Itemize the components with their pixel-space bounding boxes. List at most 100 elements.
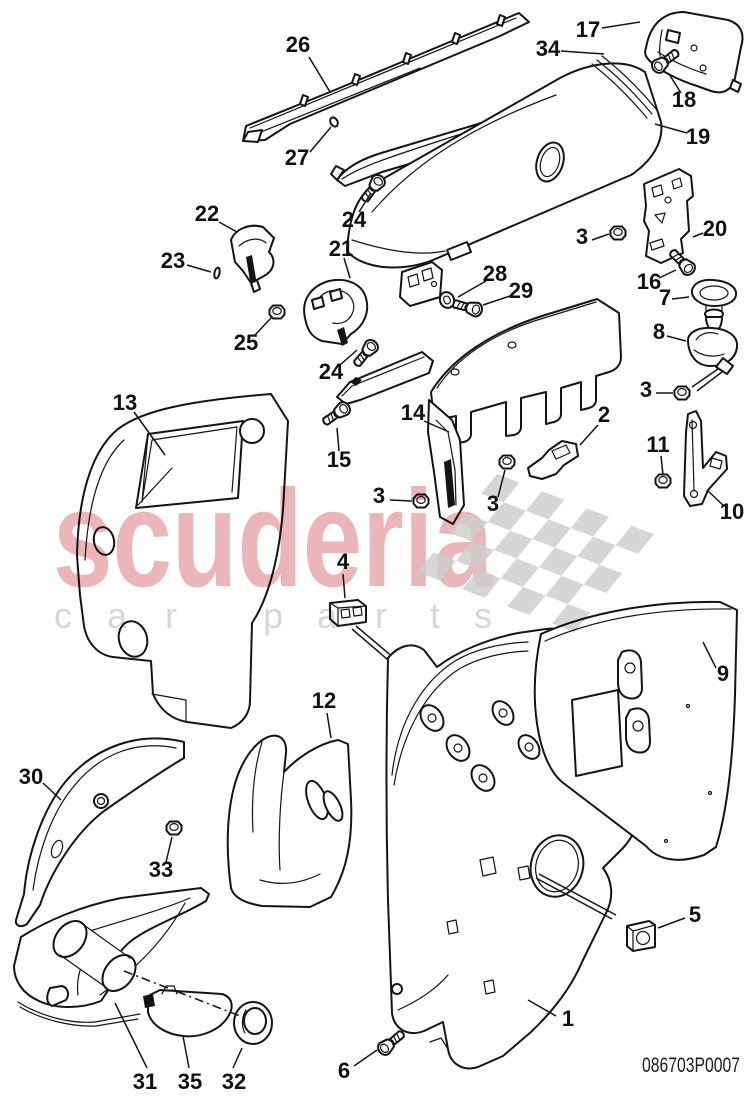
leader-line [336,427,340,452]
callout-11: 11 [646,432,670,476]
leader-line [326,712,332,739]
watermark-tagline-letter: r [165,595,177,636]
callout-33: 33 [149,836,173,882]
part-30-trim-strip [14,737,185,928]
callout-18: 18 [668,73,696,112]
part-number-label: 19 [686,124,710,149]
callout-3: 3 [640,377,673,402]
part-number-label: 26 [286,32,310,57]
leader-line [114,1002,148,1069]
part-number-label: 30 [19,764,43,789]
leader-line [658,269,677,279]
watermark-tagline-letter: t [430,595,440,636]
part-number-label: 10 [720,499,744,524]
watermark-tagline-letter: c [54,595,72,636]
part-number-label: 3 [373,483,385,508]
flag-cell [552,604,591,633]
callout-16: 16 [637,269,677,294]
leader-line [42,782,62,801]
screw-29-icon [449,295,485,319]
leader-line [309,126,332,153]
callout-8: 8 [653,319,687,344]
leader-line [702,641,717,669]
nut-3c-icon [498,454,516,470]
flag-cell [538,547,578,576]
watermark-brand: scuderia [53,462,494,616]
part-number-label: 5 [689,902,701,927]
watermark-tagline-letter: a [107,595,128,636]
part-31-console-bracket [13,887,210,1027]
screw-24b-icon [349,336,382,371]
part-7-grommet-plug [690,278,738,332]
leader-line [579,424,599,446]
leader-line [182,1035,190,1069]
part-number-label: 24 [319,359,344,384]
part-number-label: 1 [562,1006,574,1031]
leader-line [601,21,641,29]
callout-15: 15 [327,427,351,472]
part-number-label: 8 [653,319,665,344]
callout-9: 9 [702,641,729,686]
leader-line [254,316,273,336]
callout-30: 30 [19,764,62,801]
callout-10: 10 [706,489,744,524]
part-number-label: 2 [598,402,610,427]
callout-29: 29 [482,278,533,306]
callout-7: 7 [659,285,690,310]
callout-6: 6 [338,1049,378,1083]
part-10-bracket [683,410,728,507]
callout-5: 5 [657,902,701,929]
part-number-label: 27 [285,145,309,170]
part-17-end-cap [644,11,744,94]
part-26-window-rail [242,12,530,143]
part-number-label: 13 [113,390,137,415]
callout-17: 17 [576,17,641,42]
flag-cell [532,519,571,548]
leader-line [692,232,704,238]
callout-3: 3 [373,483,413,508]
leader-line [657,917,686,929]
watermark-tagline-letter: r [375,595,387,636]
part-13-trim-panel [76,393,289,729]
callout-24: 24 [342,192,372,232]
leader-line [165,836,173,863]
hardware-fasteners [165,45,699,1059]
part-2-clip [527,440,579,480]
leader-line [666,335,687,342]
leader-line [423,420,450,433]
part-number-label: 21 [329,236,353,261]
callout-12: 12 [312,688,336,739]
part-21-bracket [303,279,369,346]
part-number-label: 7 [659,285,671,310]
part-number-label: 4 [337,549,350,574]
clip-23-icon [213,266,221,280]
leader-line [342,573,346,599]
part-number-label: 35 [178,1069,202,1094]
part-number-label: 33 [149,857,173,882]
nut-11-icon [654,473,672,489]
callout-22: 22 [195,201,238,233]
callout-23: 23 [161,248,212,273]
callout-27: 27 [285,126,332,170]
leader-line [482,295,511,306]
part-number-label: 28 [483,261,507,286]
part-number-label: 18 [672,87,696,112]
leader-line [668,73,682,94]
callout-13: 13 [113,390,166,456]
part-number-label: 31 [133,1069,157,1094]
leader-line [591,233,610,241]
part-number-label: 16 [637,269,661,294]
part-number-label: 12 [312,688,336,713]
part-number-label: 17 [576,17,600,42]
callout-3: 3 [576,224,610,249]
callout-20: 20 [692,216,727,241]
part-number-label: 11 [646,432,669,457]
checkered-flag-watermark [417,474,654,633]
leader-line [218,221,238,233]
flag-cell [500,558,539,587]
part-number-label: 32 [222,1069,246,1094]
flag-cell [577,536,616,565]
